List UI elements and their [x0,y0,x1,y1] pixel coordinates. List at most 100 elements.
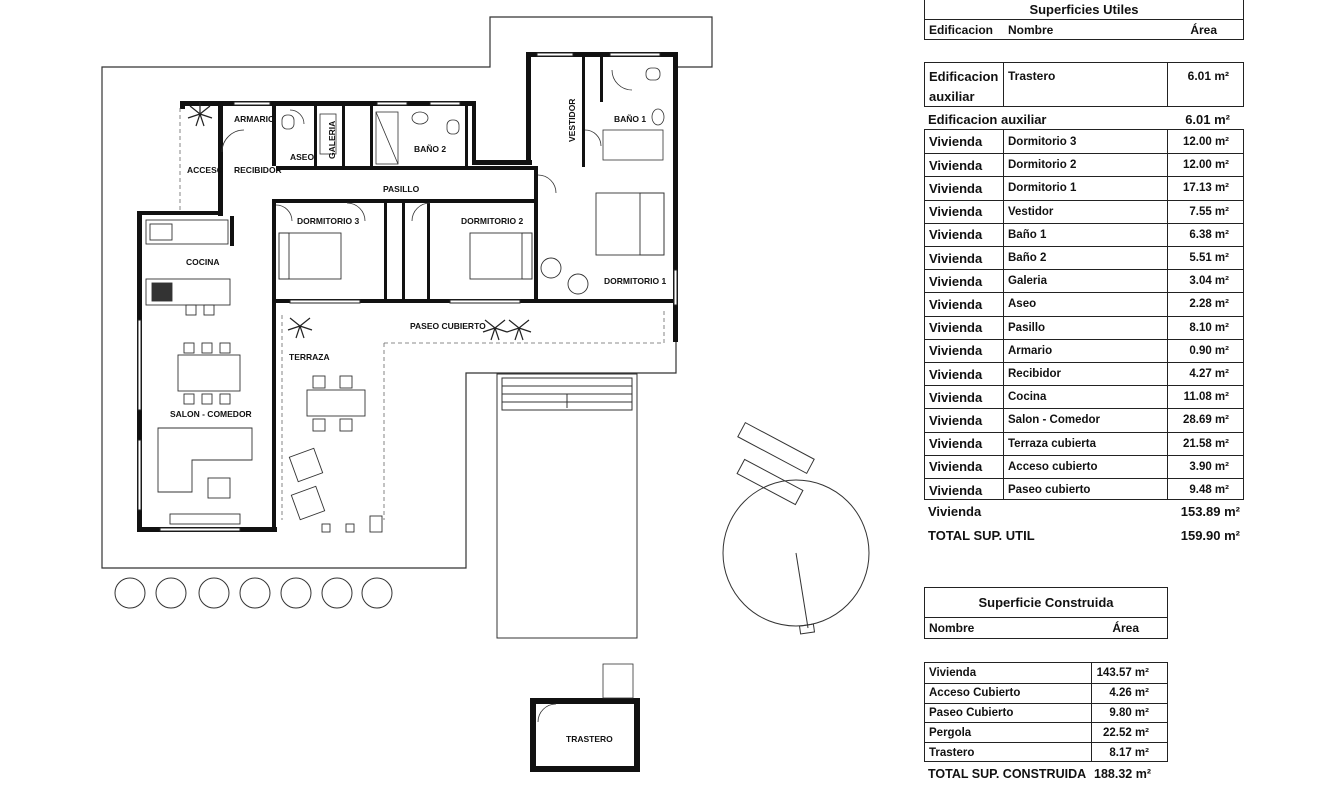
construida-row: Pergola 22.52 m² [925,722,1167,742]
utiles-row-edificacion: Vivienda [929,296,983,312]
utiles-row-nombre: Terraza cubierta [1008,437,1096,450]
utiles-title-text: Superficies Utiles [1029,1,1139,17]
aux-subtotal-area: 6.01 m² [1185,111,1230,127]
utiles-row-nombre: Dormitorio 1 [1008,182,1077,195]
doors [221,69,633,222]
utiles-header-row: Edificacion Nombre Área [924,19,1244,40]
aux-subtotal-row: Edificacion auxiliar 6.01 m² [924,108,1244,130]
aux-sep-1 [1003,63,1004,106]
utiles-row-nombre: Vestidor [1008,205,1054,218]
utiles-row-edificacion: Vivienda [929,482,983,498]
aux-nombre: Trastero [1008,69,1056,83]
room-label-cocina: COCINA [186,257,220,267]
utiles-row-edificacion: Vivienda [929,273,983,289]
utiles-row-edificacion: Vivienda [929,157,983,173]
utiles-row: Vivienda Aseo 2.28 m² [925,292,1243,315]
construida-total-area: 188.32 m² [1094,767,1151,781]
utiles-row-area: 5.51 m² [1189,252,1229,264]
room-label-recibidor: RECIBIDOR [234,165,282,175]
utiles-row-nombre: Aseo [1008,298,1037,311]
utiles-row: Vivienda Paseo cubierto 9.48 m² [925,478,1243,501]
construida-row: Paseo Cubierto 9.80 m² [925,702,1167,723]
aux-area: 6.01 m² [1187,69,1229,83]
room-label-acceso: ACCESO [187,165,224,175]
vivienda-subtotal-area: 153.89 m² [1180,503,1240,519]
utiles-row-area: 2.28 m² [1189,298,1229,311]
construida-header-row: Nombre Área [924,617,1168,639]
construida-row-area: 143.57 m² [1096,667,1149,679]
utiles-total-label: TOTAL SUP. UTIL [928,527,1035,543]
vivienda-subtotal-label: Vivienda [928,503,982,519]
room-label-pasillo: PASILLO [383,184,420,194]
construida-title: Superficie Construida [924,587,1168,618]
utiles-row-area: 21.58 m² [1182,437,1229,450]
utiles-row: Vivienda Baño 2 5.51 m² [925,246,1243,269]
room-label-dormitorio2: DORMITORIO 2 [461,216,523,226]
utiles-row-nombre: Paseo cubierto [1008,484,1091,496]
utiles-row-edificacion: Vivienda [929,227,983,243]
utiles-row-edificacion: Vivienda [929,459,983,475]
utiles-row-edificacion: Vivienda [929,180,983,196]
utiles-row-area: 9.48 m² [1189,484,1229,496]
construida-row-nombre: Pergola [929,726,972,739]
utiles-row-area: 11.08 m² [1183,391,1229,404]
utiles-row: Vivienda Terraza cubierta 21.58 m² [925,431,1243,455]
utiles-row-nombre: Pasillo [1008,321,1046,334]
construida-title-text: Superficie Construida [978,595,1114,610]
room-label-salon: SALON - COMEDOR [170,409,252,419]
room-label-trastero: TRASTERO [566,734,613,744]
construida-row-area: 4.26 m² [1109,687,1149,700]
utiles-row-area: 6.38 m² [1189,228,1229,241]
construida-row-nombre: Trastero [929,746,975,759]
utiles-row-edificacion: Vivienda [929,412,983,428]
construida-table: Superficie Construida Nombre Área Vivien… [924,587,1168,792]
room-label-paseo: PASEO CUBIERTO [410,321,486,331]
utiles-row-edificacion: Vivienda [929,366,983,382]
utiles-row-edificacion: Vivienda [929,343,983,359]
utiles-row: Vivienda Pasillo 8.10 m² [925,315,1243,339]
pool [496,373,638,639]
utiles-row-edificacion: Vivienda [929,436,983,452]
room-label-aseo: ASEO [290,152,314,162]
construida-row-area: 22.52 m² [1102,726,1149,739]
utiles-row-edificacion: Vivienda [929,204,983,220]
viv-sep-2 [1167,130,1168,499]
utiles-row-nombre: Baño 2 [1008,252,1047,264]
aux-sep-2 [1167,63,1168,106]
utiles-row-area: 8.10 m² [1189,321,1229,334]
col-edificacion: Edificacion [929,22,994,37]
utiles-row-area: 7.55 m² [1189,205,1229,218]
utiles-row-nombre: Acceso cubierto [1008,460,1098,473]
construida-row-nombre: Vivienda [929,667,977,679]
utiles-row-area: 3.04 m² [1189,275,1229,288]
utiles-row-nombre: Dormitorio 3 [1008,135,1077,148]
utiles-table: Superficies Utiles Edificacion Nombre Ár… [924,0,1244,550]
construida-sep [1091,663,1092,761]
room-label-vestidor: VESTIDOR [567,99,577,142]
utiles-row: Vivienda Vestidor 7.55 m² [925,199,1243,223]
utiles-row-edificacion: Vivienda [929,320,983,336]
aux-edificacion: Edificacion auxiliar [929,69,999,104]
construida-row-nombre: Paseo Cubierto [929,707,1014,720]
plot-boundary [101,16,713,569]
utiles-row-nombre: Armario [1008,344,1053,357]
utiles-row-nombre: Recibidor [1008,368,1062,380]
construida-row-area: 9.80 m² [1109,707,1149,720]
utiles-row-area: 12.00 m² [1182,159,1229,172]
utiles-row-nombre: Salon - Comedor [1008,414,1101,427]
utiles-row-area: 12.00 m² [1182,135,1229,148]
aux-subtotal-label: Edificacion auxiliar [928,111,1047,127]
furniture [145,192,665,533]
room-label-bano1: BAÑO 1 [614,114,646,124]
utiles-row-edificacion: Vivienda [929,389,983,405]
utiles-row-edificacion: Vivienda [929,250,983,266]
construida-col-nombre: Nombre [929,621,975,635]
